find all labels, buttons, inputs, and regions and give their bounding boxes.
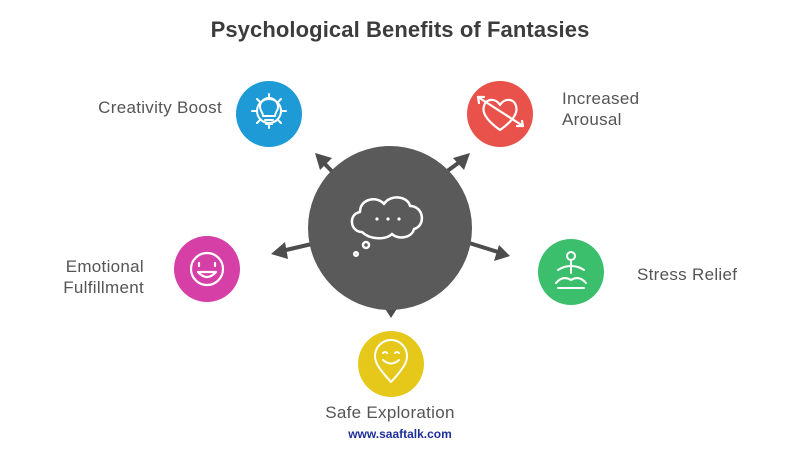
arousal-circle [467, 81, 533, 147]
label-safe-exploration: Safe Exploration [325, 403, 455, 422]
meditation-icon [555, 251, 587, 289]
node-stress-relief [538, 239, 604, 305]
page-title: Psychological Benefits of Fantasies [210, 17, 590, 42]
label-creativity-boost: Creativity Boost [98, 98, 222, 117]
footer-website: www.saaftalk.com [348, 427, 452, 441]
node-emotional-fulfillment [174, 236, 240, 302]
lightbulb-gear-icon [251, 93, 287, 129]
label-increased-arousal: Increased Arousal [562, 89, 640, 129]
heart-arrow-icon [476, 95, 525, 132]
central-node [308, 146, 472, 310]
creativity-circle [236, 81, 302, 147]
location-pin-smile-icon [374, 339, 408, 383]
thought-bubble-icon [350, 196, 423, 258]
smiley-face-icon [189, 251, 225, 287]
emotional-circle [174, 236, 240, 302]
node-creativity-boost [236, 81, 302, 147]
arrow-emotional [271, 241, 317, 259]
arrow-stress [465, 240, 510, 261]
central-circle [308, 146, 472, 310]
node-safe-exploration [358, 331, 424, 397]
node-increased-arousal [467, 81, 533, 147]
label-emotional-fulfillment: Emotional Fulfillment [63, 257, 144, 297]
label-stress-relief: Stress Relief [637, 265, 738, 284]
